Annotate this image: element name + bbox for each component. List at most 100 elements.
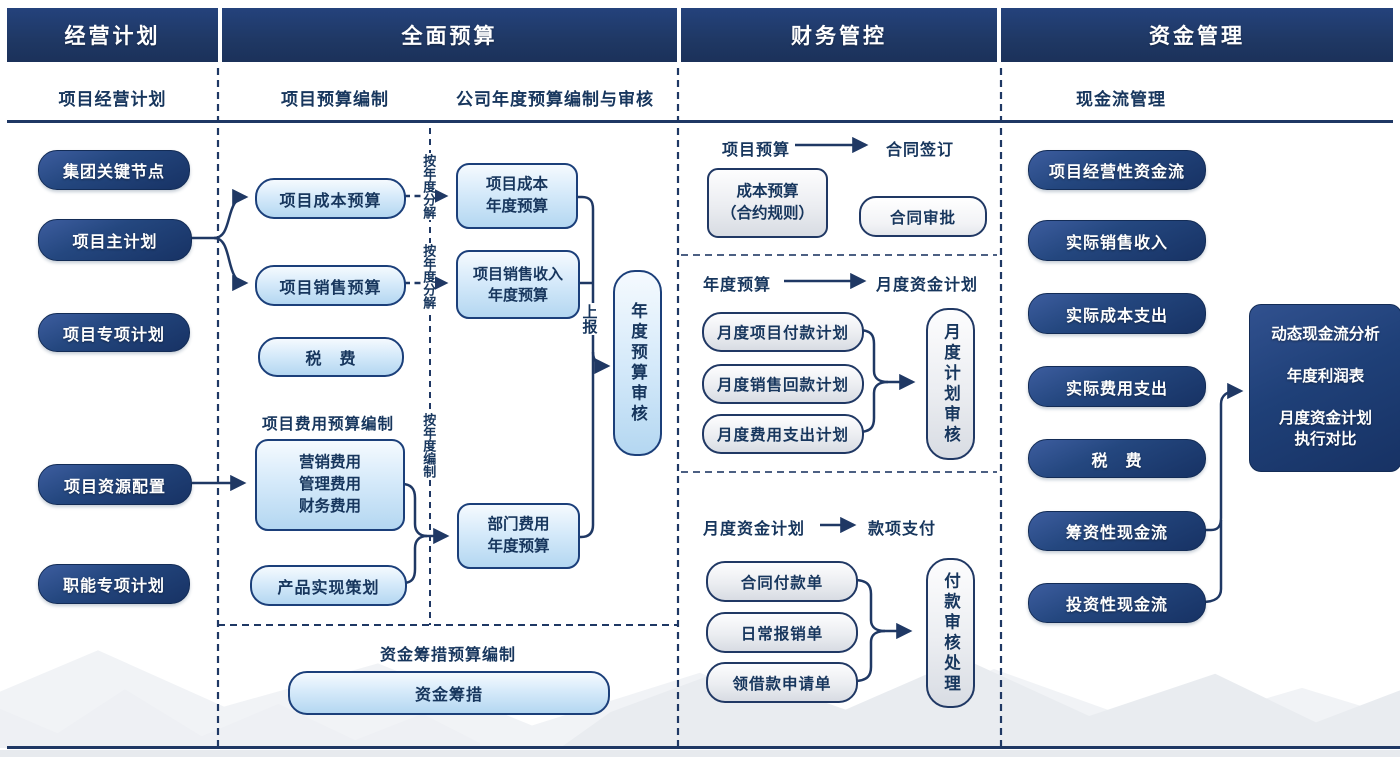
label-project-budget-source: 项目预算 (722, 142, 791, 159)
node-fund-raising: 资金筹措 (288, 671, 610, 715)
node-project-resource-allocation: 项目资源配置 (38, 464, 192, 505)
node-project-master-plan: 项目主计划 (38, 219, 192, 261)
node-label: 实际销售收入 (1065, 234, 1168, 252)
connector-cashflow-bracket-top (1202, 382, 1244, 532)
subheader-company-budget: 公司年度预算编制与审核 (456, 89, 654, 109)
node-annual-budget-review: 年度预算审核 (613, 270, 662, 456)
connector-cashflow-bracket-bottom (1201, 520, 1223, 604)
node-label: 投资性现金流 (1065, 597, 1168, 614)
node-label: 实际费用支出 (1065, 380, 1168, 398)
node-contract-approval: 合同审批 (859, 196, 987, 237)
subheader-cashflow-management: 现金流管理 (1076, 89, 1166, 109)
node-tax-budget: 税 费 (258, 337, 404, 377)
node-actual-cost-expenditure: 实际成本支出 (1028, 293, 1206, 334)
node-loan-application-slip: 领借款申请单 (706, 662, 858, 703)
lane-title: 财务管控 (791, 25, 887, 48)
connector-masterplan-to-sales (213, 236, 249, 292)
node-label: 筹资性现金流 (1065, 525, 1168, 542)
label-monthly-fund-plan: 月度资金计划 (876, 277, 979, 294)
node-label: 项目经营性资金流 (1048, 164, 1185, 181)
bottom-strip (0, 750, 1400, 757)
connector-expense-brace-bottom (402, 534, 428, 585)
node-label: 税 费 (305, 351, 357, 368)
node-label: 月度费用支出计划 (716, 427, 849, 444)
label-submit: 上报 (580, 303, 598, 335)
label-compile-by-year: 按年度编制 (421, 412, 437, 479)
node-cost-budget-contract-rules: 成本预算 （合约规则） (707, 168, 828, 238)
connector-annual-bracket (576, 195, 595, 539)
lane-header-fund-management: 资金管理 (1001, 8, 1393, 62)
node-financing-cashflow: 筹资性现金流 (1028, 511, 1206, 551)
node-label: 部门费用 年度预算 (487, 516, 550, 555)
connector-finance3-brace-bottom (853, 629, 886, 683)
node-label: 月度项目付款计划 (716, 325, 849, 342)
connector-finance3-brace-top (853, 578, 886, 633)
node-actual-sales-income: 实际销售收入 (1028, 220, 1206, 261)
node-label: 项目销售预算 (279, 279, 382, 297)
node-label: 合同审批 (889, 209, 956, 227)
node-actual-expense-expenditure: 实际费用支出 (1028, 366, 1206, 407)
node-taxes: 税 费 (1028, 439, 1206, 478)
node-label: 月度销售回款计划 (716, 377, 849, 394)
node-label: 产品实现策划 (277, 579, 380, 597)
label-expense-budget-title: 项目费用预算编制 (261, 416, 394, 433)
lane-title: 全面预算 (401, 25, 498, 48)
node-label: 年度预算审核 (628, 301, 647, 425)
node-label: 项目销售收入 年度预算 (472, 265, 563, 304)
node-monthly-plan-review: 月度计划审核 (926, 308, 975, 460)
label-annual-budget-source: 年度预算 (703, 277, 772, 294)
node-label: 月度计划审核 (941, 322, 960, 446)
node-label: 税 费 (1091, 452, 1143, 470)
node-cashflow-analysis-summary: 动态现金流分析 年度利润表 月度资金计划 执行对比 (1249, 304, 1400, 472)
connector-finance2-brace-top (857, 328, 889, 384)
connector-finance2-brace-bottom (857, 380, 889, 434)
node-project-operating-cashflow: 项目经营性资金流 (1028, 150, 1206, 190)
node-label: 集团关键节点 (62, 164, 165, 181)
node-label: 资金筹措 (414, 687, 483, 704)
connector-expense-brace-top (401, 482, 428, 538)
node-label: 职能专项计划 (62, 578, 165, 595)
node-monthly-expense-payment-plan: 月度费用支出计划 (702, 414, 864, 454)
subheader-divider-line (7, 120, 1393, 123)
node-expense-budget-box: 营销费用 管理费用 财务费用 (255, 439, 405, 531)
node-annual-sales-budget: 项目销售收入 年度预算 (456, 250, 580, 319)
node-monthly-sales-collection-plan: 月度销售回款计划 (702, 364, 864, 404)
node-label: 项目资源配置 (63, 478, 166, 496)
node-group-key-milestones: 集团关键节点 (38, 150, 190, 190)
node-monthly-project-payment-plan: 月度项目付款计划 (702, 312, 864, 352)
node-annual-dept-expense-budget: 部门费用 年度预算 (457, 503, 580, 569)
node-functional-special-plan: 职能专项计划 (38, 564, 190, 604)
lane-header-finance-control: 财务管控 (681, 8, 997, 62)
bottom-line (7, 746, 1400, 749)
node-daily-reimbursement-slip: 日常报销单 (706, 612, 858, 653)
node-project-cost-budget: 项目成本预算 (255, 178, 406, 219)
node-project-sales-budget: 项目销售预算 (255, 265, 406, 306)
label-funding-budget-title: 资金筹措预算编制 (379, 647, 516, 664)
node-label: 付款审核处理 (941, 571, 960, 695)
label-decompose-by-year-1: 按年度分解 (421, 153, 437, 220)
lane-header-business-plan: 经营计划 (7, 8, 218, 62)
lane-title: 资金管理 (1149, 25, 1245, 48)
label-payment-target: 款项支付 (868, 521, 937, 538)
node-label: 项目专项计划 (62, 326, 165, 344)
subheader-project-plan: 项目经营计划 (58, 89, 167, 109)
node-label: 合同付款单 (740, 574, 824, 592)
node-label: 项目成本 年度预算 (485, 176, 548, 215)
node-label: 营销费用 管理费用 财务费用 (298, 454, 361, 515)
node-label: 项目主计划 (72, 234, 158, 251)
label-decompose-by-year-2: 按年度分解 (421, 243, 437, 310)
node-payment-review-processing: 付款审核处理 (926, 558, 975, 708)
lane-header-budget: 全面预算 (222, 8, 677, 62)
node-label: 日常报销单 (740, 625, 824, 643)
node-project-special-plan: 项目专项计划 (38, 313, 190, 352)
node-label: 动态现金流分析 年度利润表 月度资金计划 执行对比 (1271, 326, 1380, 448)
label-contract-signing: 合同签订 (886, 142, 955, 159)
connector-masterplan-to-cost (213, 188, 249, 240)
lane-title: 经营计划 (64, 25, 161, 48)
node-annual-cost-budget: 项目成本 年度预算 (456, 163, 578, 229)
label-monthly-fund-plan-source: 月度资金计划 (703, 521, 806, 538)
node-label: 实际成本支出 (1065, 307, 1168, 325)
node-label: 项目成本预算 (279, 192, 382, 210)
node-label: 成本预算 （合约规则） (720, 183, 814, 222)
